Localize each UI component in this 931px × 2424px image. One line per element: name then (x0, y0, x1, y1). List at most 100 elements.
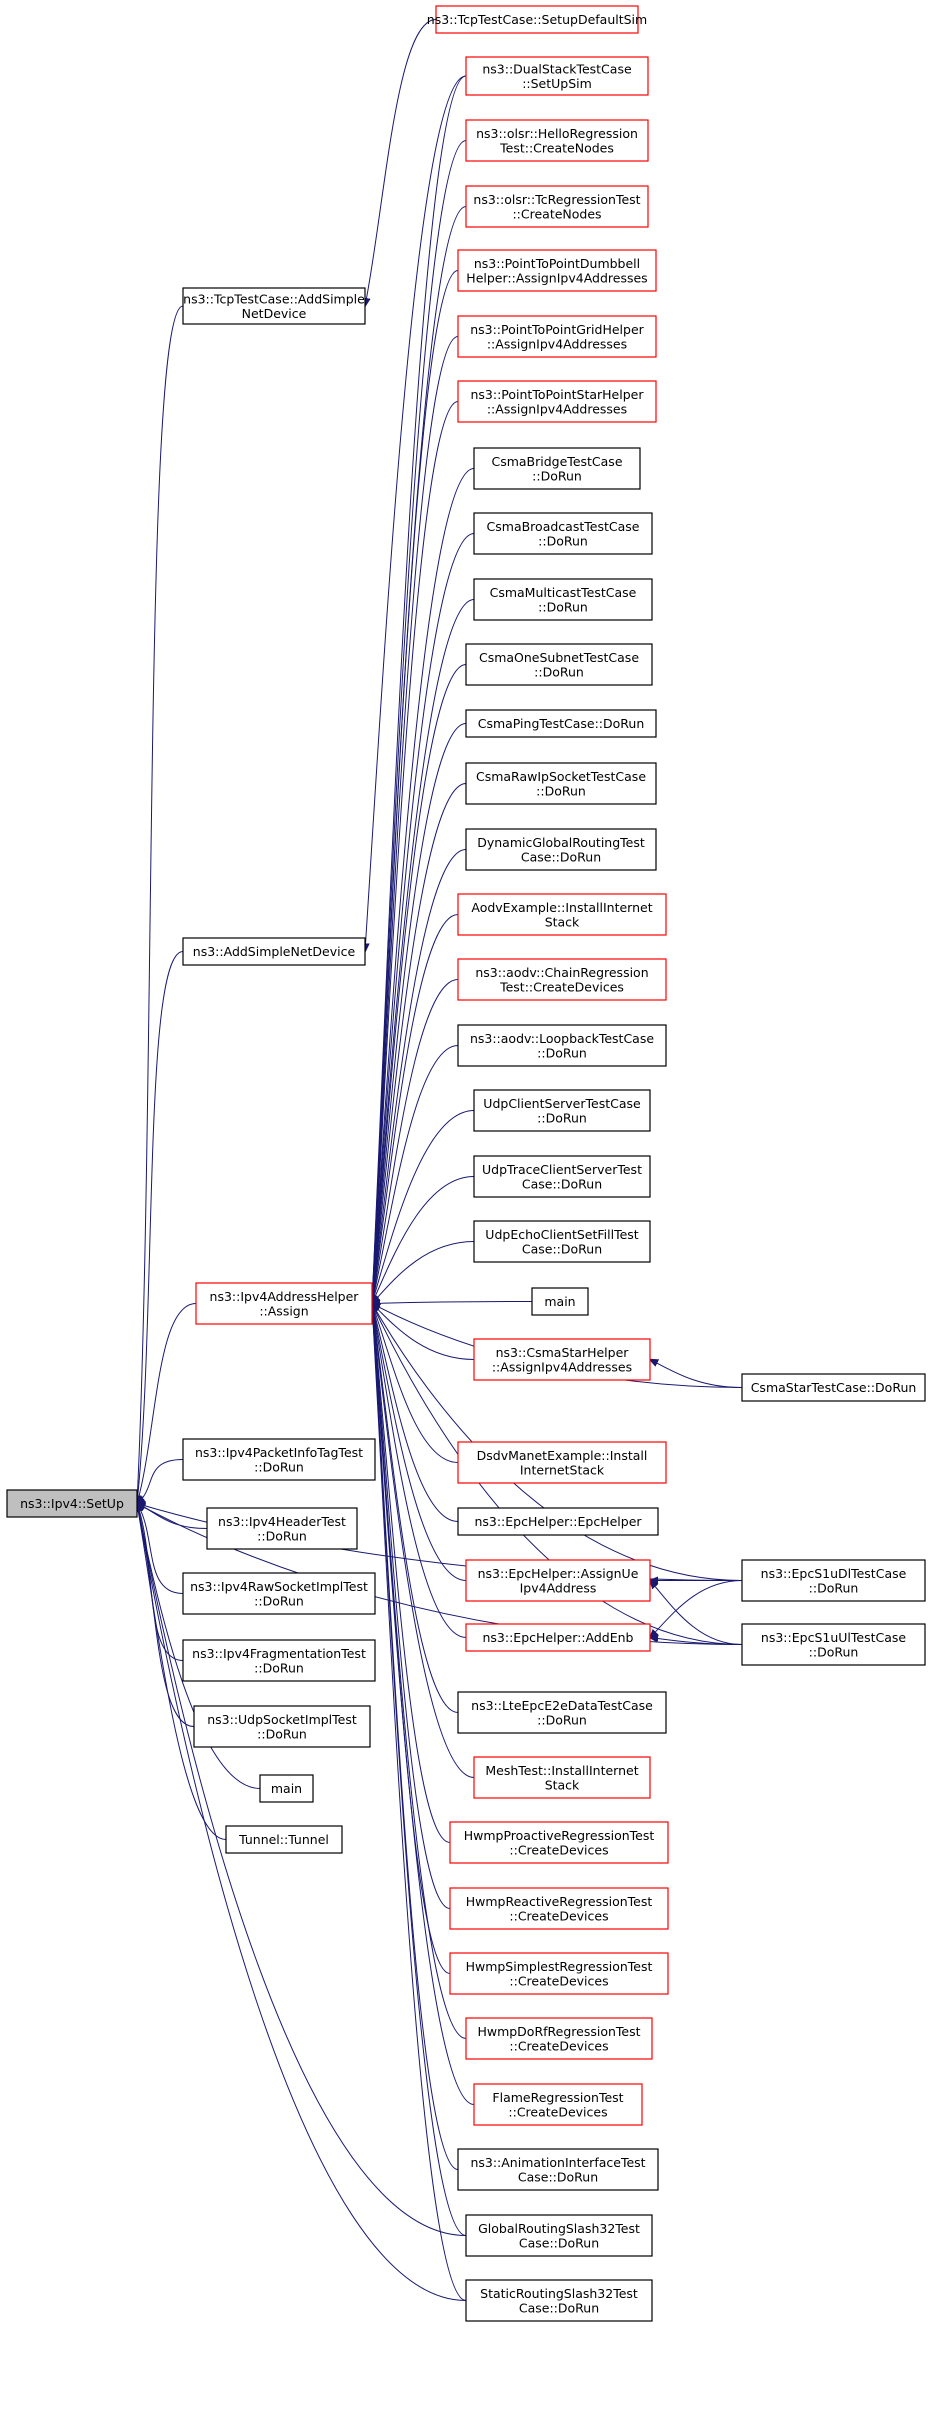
node-udp-clientserver[interactable]: UdpClientServerTestCase::DoRun (473, 1089, 651, 1132)
node-label-line: FlameRegressionTest (492, 2090, 623, 2105)
node-csma-bridge[interactable]: CsmaBridgeTestCase::DoRun (473, 447, 641, 490)
node-dualstack[interactable]: ns3::DualStackTestCase::SetUpSim (465, 56, 649, 96)
node-csma-multicast[interactable]: CsmaMulticastTestCase::DoRun (473, 578, 653, 621)
node-csma-onesubnet[interactable]: CsmaOneSubnetTestCase::DoRun (465, 643, 653, 686)
node-box (182, 937, 366, 966)
node-label-line: ::DoRun (809, 1644, 859, 1659)
node-p2p-grid[interactable]: ns3::PointToPointGridHelper::AssignIpv4A… (457, 315, 657, 358)
node-label-line: Case::DoRun (519, 2300, 599, 2315)
call-edge-csma-star-test-to-csma-star-helper (650, 1360, 743, 1388)
call-edge-epc-ul-to-epchelper-addenb (650, 1638, 743, 1645)
node-olsr-hello[interactable]: ns3::olsr::HelloRegressionTest::CreateNo… (465, 119, 649, 162)
node-olsr-tc[interactable]: ns3::olsr::TcRegressionTest::CreateNodes (465, 185, 649, 228)
call-edge-epchelper-ctor-to-assign (372, 1304, 459, 1522)
node-label-line: ns3::EpcHelper::AddEnb (482, 1630, 633, 1645)
node-label-line: ns3::EpcS1uDlTestCase (761, 1566, 907, 1581)
node-label-line: ns3::Ipv4PacketInfoTagTest (195, 1445, 363, 1460)
node-box (465, 2017, 653, 2060)
node-hwmp-proactive[interactable]: HwmpProactiveRegressionTest::CreateDevic… (449, 1821, 669, 1864)
call-edge-p2p-grid-to-assign (372, 336, 459, 1304)
node-label-line: Ipv4Address (520, 1580, 597, 1595)
node-box (225, 1825, 343, 1854)
node-label-line: ::CreateDevices (508, 2104, 607, 2119)
node-csma-star-test[interactable]: CsmaStarTestCase::DoRun (741, 1373, 926, 1402)
node-hwmp-simplest[interactable]: HwmpSimplestRegressionTest::CreateDevice… (449, 1952, 669, 1995)
node-tunnel[interactable]: Tunnel::Tunnel (225, 1825, 343, 1854)
node-label-line: DsdvManetExample::Install (477, 1448, 648, 1463)
node-label-line: ::CreateDevices (509, 1908, 608, 1923)
node-label-line: AodvExample::InstallInternet (471, 900, 652, 915)
node-hwmp-reactive[interactable]: HwmpReactiveRegressionTest::CreateDevice… (449, 1887, 669, 1930)
node-label-line: HwmpProactiveRegressionTest (464, 1828, 655, 1843)
call-edge-epc-dl-to-epchelper-addenb (650, 1580, 743, 1638)
node-csma-broadcast[interactable]: CsmaBroadcastTestCase::DoRun (473, 512, 653, 555)
node-label-line: Case::DoRun (521, 849, 601, 864)
node-box (449, 1952, 669, 1995)
node-epchelper-addenb[interactable]: ns3::EpcHelper::AddEnb (465, 1623, 651, 1652)
node-box (473, 1220, 651, 1263)
call-edge-udp-trace-to-assign (372, 1176, 475, 1304)
node-box (435, 5, 639, 34)
node-box (457, 380, 657, 423)
node-label-line: Case::DoRun (522, 1176, 602, 1191)
node-p2p-star[interactable]: ns3::PointToPointStarHelper::AssignIpv4A… (457, 380, 657, 423)
node-aodv-chain[interactable]: ns3::aodv::ChainRegressionTest::CreateDe… (457, 958, 667, 1001)
node-box (465, 2279, 653, 2322)
node-lte-e2e[interactable]: ns3::LteEpcE2eDataTestCase::DoRun (457, 1691, 667, 1734)
node-main-lower[interactable]: main (259, 1774, 314, 1803)
call-graph-nodes: ns3::Ipv4::SetUp ns3::TcpTestCase::AddSim… (6, 5, 926, 2322)
node-addsimplenetdevice[interactable]: ns3::AddSimpleNetDevice (182, 937, 366, 966)
node-label-line: UdpTraceClientServerTest (482, 1162, 642, 1177)
node-box (457, 1691, 667, 1734)
node-epchelper-ctor[interactable]: ns3::EpcHelper::EpcHelper (457, 1507, 659, 1536)
node-label-line: ::DoRun (254, 1660, 304, 1675)
node-epc-dl[interactable]: ns3::EpcS1uDlTestCase::DoRun (741, 1559, 926, 1602)
node-label-line: ns3::UdpSocketImplTest (207, 1712, 357, 1727)
node-flame[interactable]: FlameRegressionTest::CreateDevices (473, 2083, 643, 2126)
node-p2p-dumbbell[interactable]: ns3::PointToPointDumbbellHelper::AssignI… (457, 249, 657, 292)
call-edge-dyn-global-to-assign (372, 849, 467, 1304)
node-ipv4-rawsocket[interactable]: ns3::Ipv4RawSocketImplTest::DoRun (182, 1572, 376, 1615)
node-tcptest-setupdefault[interactable]: ns3::TcpTestCase::SetupDefaultSim (427, 5, 647, 34)
node-assign[interactable]: ns3::Ipv4AddressHelper::Assign (195, 1282, 373, 1325)
node-csma-ping[interactable]: CsmaPingTestCase::DoRun (465, 709, 657, 738)
call-edge-epchelper-assignue-to-assign (372, 1304, 467, 1581)
node-label-line: ::DoRun (254, 1593, 304, 1608)
node-label-line: ns3::Ipv4FragmentationTest (192, 1646, 366, 1661)
call-edge-csma-multicast-to-assign (372, 599, 475, 1304)
node-label-line: ns3::EpcHelper::EpcHelper (474, 1514, 642, 1529)
node-box (457, 958, 667, 1001)
node-label-line: InternetStack (520, 1462, 605, 1477)
node-csma-rawip[interactable]: CsmaRawIpSocketTestCase::DoRun (465, 762, 657, 805)
node-csma-star-helper[interactable]: ns3::CsmaStarHelper::AssignIpv4Addresses (473, 1338, 651, 1381)
node-ipv4-header[interactable]: ns3::Ipv4HeaderTest::DoRun (206, 1507, 358, 1550)
node-tcptest-addsimple[interactable]: ns3::TcpTestCase::AddSimpleNetDevice (182, 287, 366, 325)
node-ipv4-frag[interactable]: ns3::Ipv4FragmentationTest::DoRun (182, 1639, 376, 1682)
node-udp-socketimpl[interactable]: ns3::UdpSocketImplTest::DoRun (193, 1705, 371, 1748)
node-label-line: ns3::LteEpcE2eDataTestCase (471, 1698, 653, 1713)
node-aodv-loopback[interactable]: ns3::aodv::LoopbackTestCase::DoRun (457, 1024, 667, 1067)
node-label-line: ns3::Ipv4::SetUp (20, 1496, 124, 1511)
call-edge-p2p-star-to-assign (372, 401, 459, 1304)
node-label-line: ns3::EpcHelper::AssignUe (478, 1566, 639, 1581)
node-box (182, 1572, 376, 1615)
node-label-line: CsmaMulticastTestCase (490, 585, 637, 600)
node-ipv4-pktinfo[interactable]: ns3::Ipv4PacketInfoTagTest::DoRun (182, 1438, 376, 1481)
node-label-line: CsmaStarTestCase::DoRun (751, 1380, 917, 1395)
node-box (473, 2083, 643, 2126)
node-main-upper[interactable]: main (531, 1287, 589, 1316)
node-box (449, 1821, 669, 1864)
node-box (473, 578, 653, 621)
node-hwmp-dorf[interactable]: HwmpDoRfRegressionTest::CreateDevices (465, 2017, 653, 2060)
node-epc-ul[interactable]: ns3::EpcS1uUlTestCase::DoRun (741, 1623, 926, 1666)
